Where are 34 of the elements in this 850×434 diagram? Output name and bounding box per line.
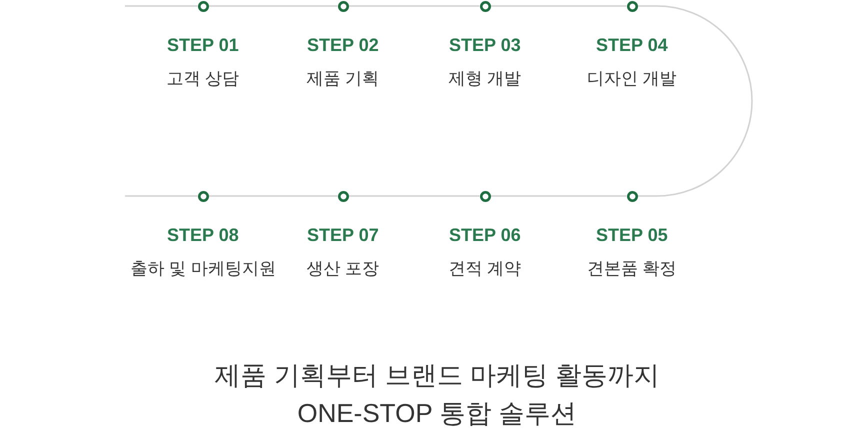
step-number: STEP 07 <box>307 224 379 246</box>
step-number: STEP 01 <box>167 34 239 56</box>
timeline-line <box>490 195 626 197</box>
step-number: STEP 08 <box>167 224 239 246</box>
timeline-line <box>125 195 198 197</box>
step-number: STEP 02 <box>307 34 379 56</box>
step-title: 제품 기획 <box>306 68 380 90</box>
timeline-dot <box>338 0 348 12</box>
timeline-dot <box>338 190 348 202</box>
step-title: 생산 포장 <box>306 258 380 280</box>
step-number: STEP 06 <box>449 224 521 246</box>
timeline-line <box>125 5 198 7</box>
step-title: 출하 및 마케팅지원 <box>130 258 276 280</box>
timeline-line <box>348 195 480 197</box>
timeline-line <box>348 5 480 7</box>
step-number: STEP 03 <box>449 34 521 56</box>
step-title: 고객 상담 <box>166 68 240 90</box>
timeline-line <box>490 5 626 7</box>
timeline-dot <box>198 190 208 202</box>
timeline-dot <box>480 0 490 12</box>
timeline-dot <box>626 190 638 202</box>
timeline-line <box>208 5 338 7</box>
timeline-dot <box>480 190 490 202</box>
step-title: 디자인 개발 <box>587 68 677 90</box>
timeline-line <box>208 195 338 197</box>
caption: 제품 기획부터 브랜드 마케팅 활동까지 ONE-STOP 통합 솔루션 <box>214 359 660 430</box>
step-title: 제형 개발 <box>448 68 522 90</box>
timeline-line <box>638 5 753 197</box>
step-number: STEP 05 <box>596 224 668 246</box>
step-title: 견적 계약 <box>448 258 522 280</box>
step-title: 견본품 확정 <box>587 258 677 280</box>
timeline-dot <box>626 0 638 12</box>
timeline-dot <box>198 0 208 12</box>
step-number: STEP 04 <box>596 34 668 56</box>
